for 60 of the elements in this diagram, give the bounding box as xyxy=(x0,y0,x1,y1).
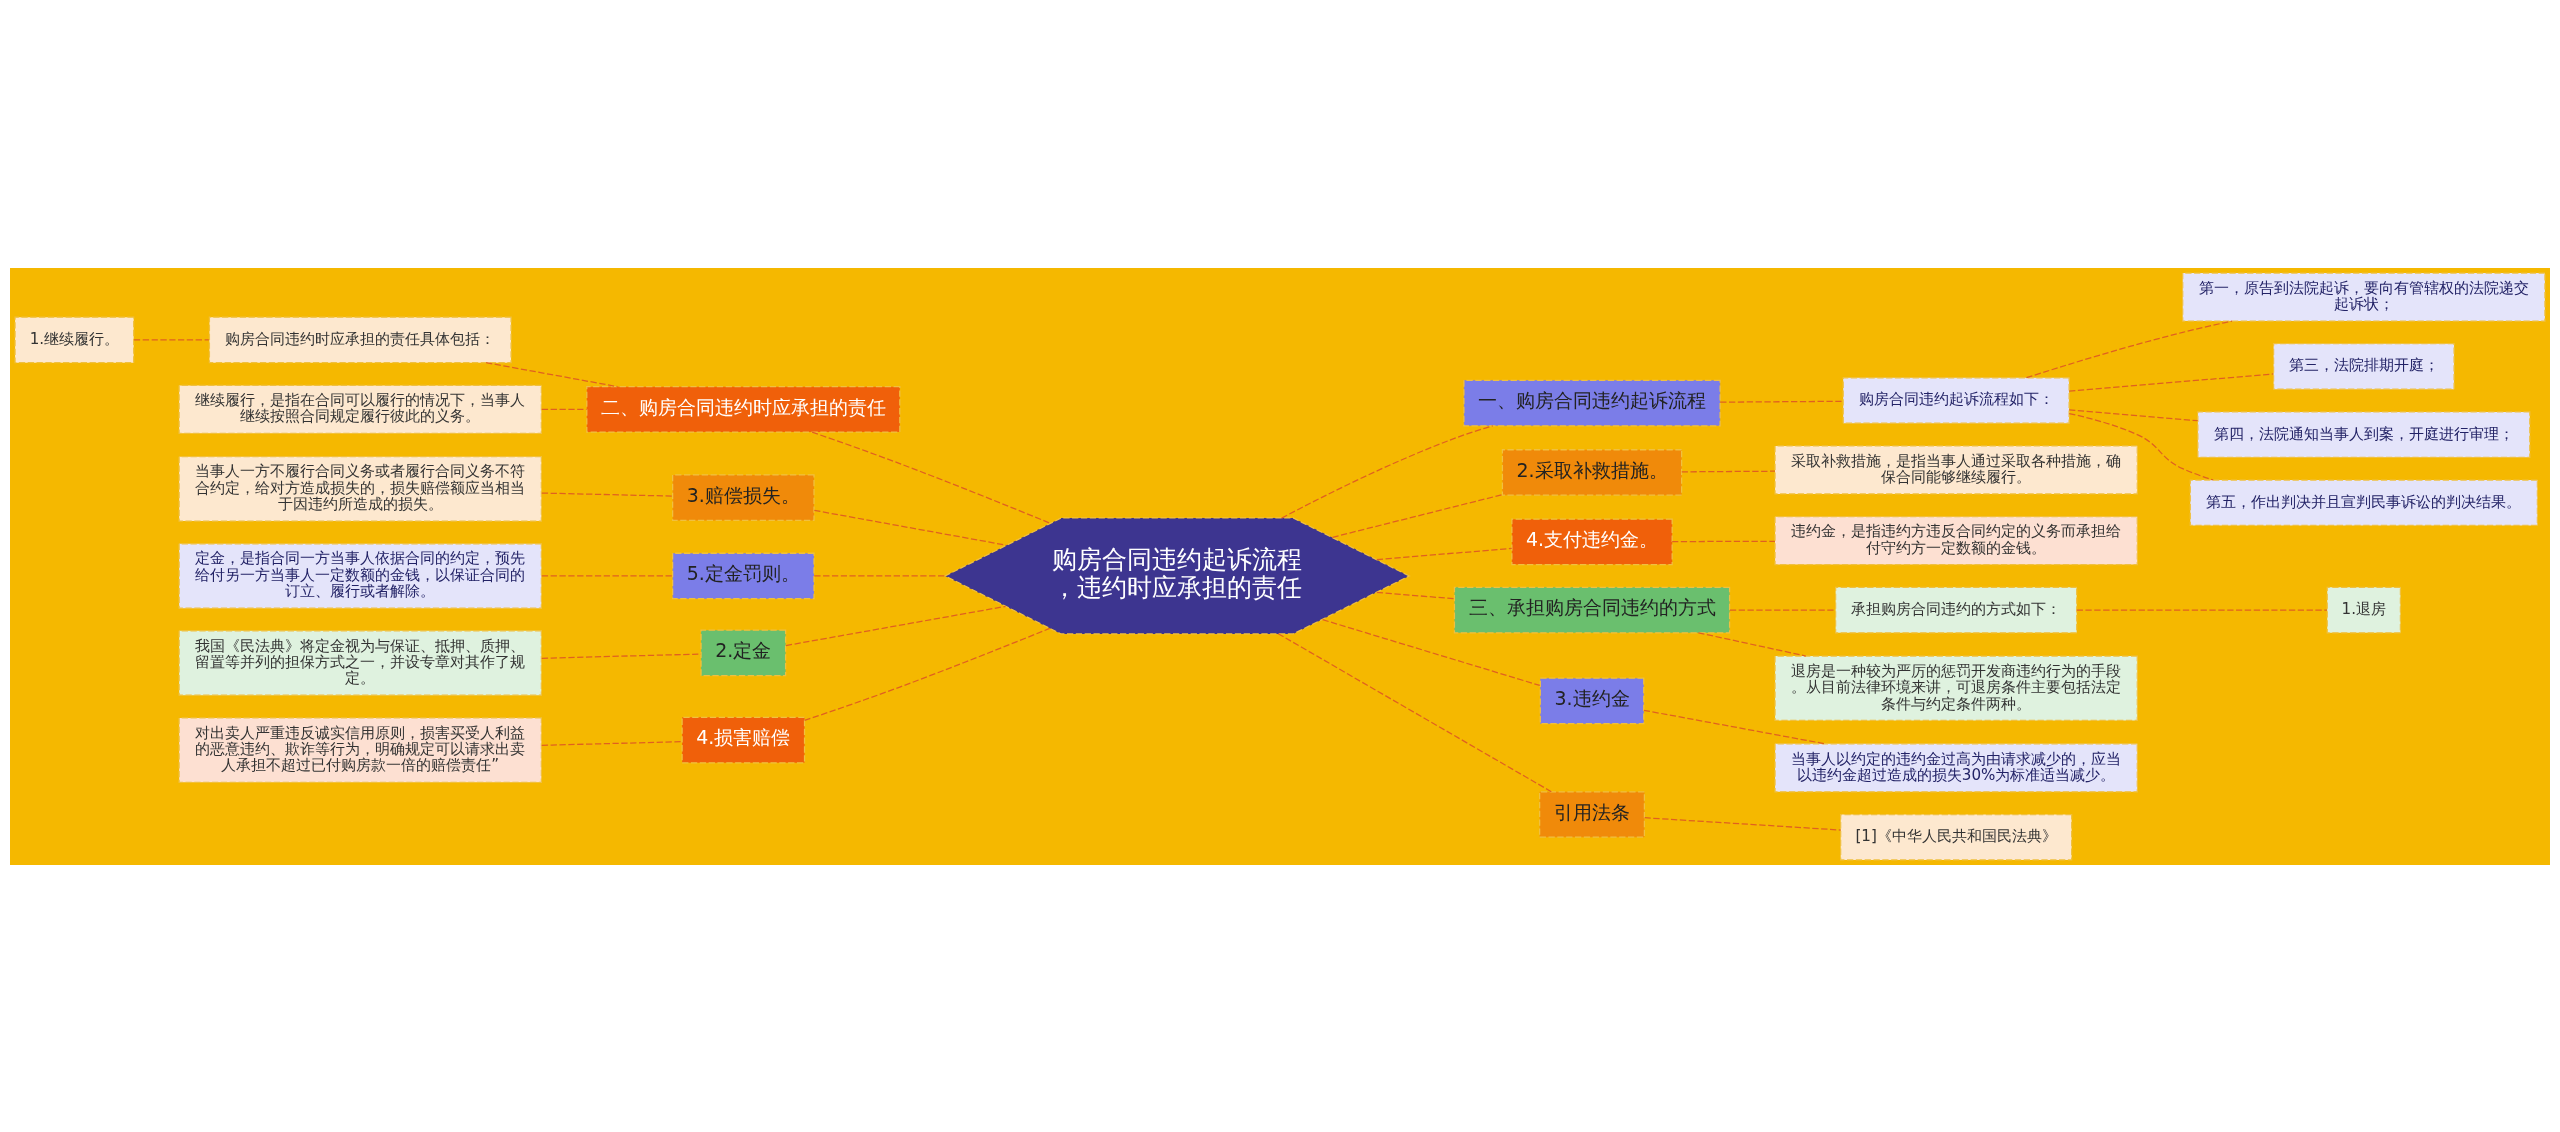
node-box: 当事人一方不履行合同义务或者履行合同义务不符合约定，给对方造成损失的，损失赔偿额应当相当于因违约所造成的损失。 xyxy=(178,455,542,522)
connector xyxy=(803,627,1051,721)
node-box: [1]《中华人民共和国民法典》 xyxy=(1840,813,2073,861)
connector xyxy=(813,574,946,577)
connector xyxy=(2068,372,2274,392)
node-box: 1.继续履行。 xyxy=(14,316,135,363)
connector xyxy=(541,574,674,577)
node-box: 第五，作出判决并且宣判民事诉讼的判决结果。 xyxy=(2189,478,2538,526)
node-box: 当事人以约定的违约金过高为由请求减少的，应当以违约金超过造成的损失30%为标准适当减少。 xyxy=(1774,742,2138,792)
node-box: 退房是一种较为严厉的惩罚开发商违约行为的手段。从目前法律环境来讲，可退房条件主要包括法定条件与约定条件两种。 xyxy=(1774,655,2138,721)
connector xyxy=(2076,608,2328,611)
node-box: 4.支付违约金。 xyxy=(1511,518,1673,565)
connector xyxy=(1331,493,1503,538)
connector xyxy=(485,361,619,387)
node-box: 3.违约金 xyxy=(1539,677,1645,724)
node-box: 承担购房合同违约的方式如下： xyxy=(1834,586,2078,633)
connector xyxy=(1644,816,1842,831)
connector xyxy=(133,338,210,341)
node-box: 继续履行，是指在合同可以履行的情况下，当事人继续按照合同规定履行彼此的义务。 xyxy=(178,384,542,434)
connector xyxy=(1671,540,1776,542)
node-box: 1.退房 xyxy=(2326,586,2402,633)
node-box: 三、承担购房合同违约的方式 xyxy=(1453,586,1731,633)
node-box: 引用法条 xyxy=(1539,790,1646,838)
connector xyxy=(813,509,1007,546)
node-box: 购房合同违约起诉流程如下： xyxy=(1842,376,2070,424)
node-box: 一、购房合同违约起诉流程 xyxy=(1463,379,1721,426)
node-box: 5.定金罚则。 xyxy=(672,552,815,599)
connector xyxy=(785,605,1007,646)
connector xyxy=(541,740,683,746)
node-box: 4.损害赔偿 xyxy=(681,716,806,763)
connector xyxy=(1322,618,1541,686)
connector xyxy=(1376,547,1513,560)
connector xyxy=(2068,408,2199,421)
connector xyxy=(1729,608,1836,611)
node-box: 二、购房合同违约时应承担的责任 xyxy=(586,385,901,433)
connector xyxy=(541,652,702,659)
connector xyxy=(1719,400,1844,403)
node-box: 第一，原告到法院起诉，要向有管辖权的法院递交起诉状； xyxy=(2182,271,2546,322)
connector xyxy=(811,431,1051,524)
connector xyxy=(541,491,674,497)
connector xyxy=(1697,631,1807,657)
node-box: 3.赔偿损失。 xyxy=(672,473,815,521)
connector xyxy=(2025,319,2233,378)
node-box: 第四，法院通知当事人到案，开庭进行审理； xyxy=(2197,410,2531,458)
connector xyxy=(1277,632,1552,792)
connector xyxy=(1281,424,1494,519)
node-box: 2.采取补救措施。 xyxy=(1501,448,1683,496)
node-box: 第三，法院排期开庭； xyxy=(2272,342,2455,390)
node-box: 采取补救措施，是指当事人通过采取各种措施，确保合同能够继续履行。 xyxy=(1774,444,2138,495)
node-box: 购房合同违约时应承担的责任具体包括： xyxy=(208,316,512,363)
connector xyxy=(1681,470,1776,472)
connector xyxy=(1376,591,1455,599)
node-box: 对出卖人严重违反诚实信用原则，损害买受人利益的恶意违约、欺诈等行为，明确规定可以请求出卖人承担不超过已付购房款一倍的赔偿责任” xyxy=(178,716,542,783)
node-box: 违约金，是指违约方违反合同约定的义务而承担给付守约方一定数额的金钱。 xyxy=(1774,515,2138,565)
connector xyxy=(541,408,588,410)
connector xyxy=(2068,412,2214,481)
node-box: 2.定金 xyxy=(700,629,787,676)
node-box: 定金，是指合同一方当事人依据合同的约定，预先给付另一方当事人一定数额的金钱，以保证合同的订立、履行或者解除。 xyxy=(178,542,542,609)
connector xyxy=(1643,709,1826,744)
node-box: 我国《民法典》将定金视为与保证、抵押、质押、留置等并列的担保方式之一，并设专章对其作了规定。 xyxy=(178,629,542,696)
